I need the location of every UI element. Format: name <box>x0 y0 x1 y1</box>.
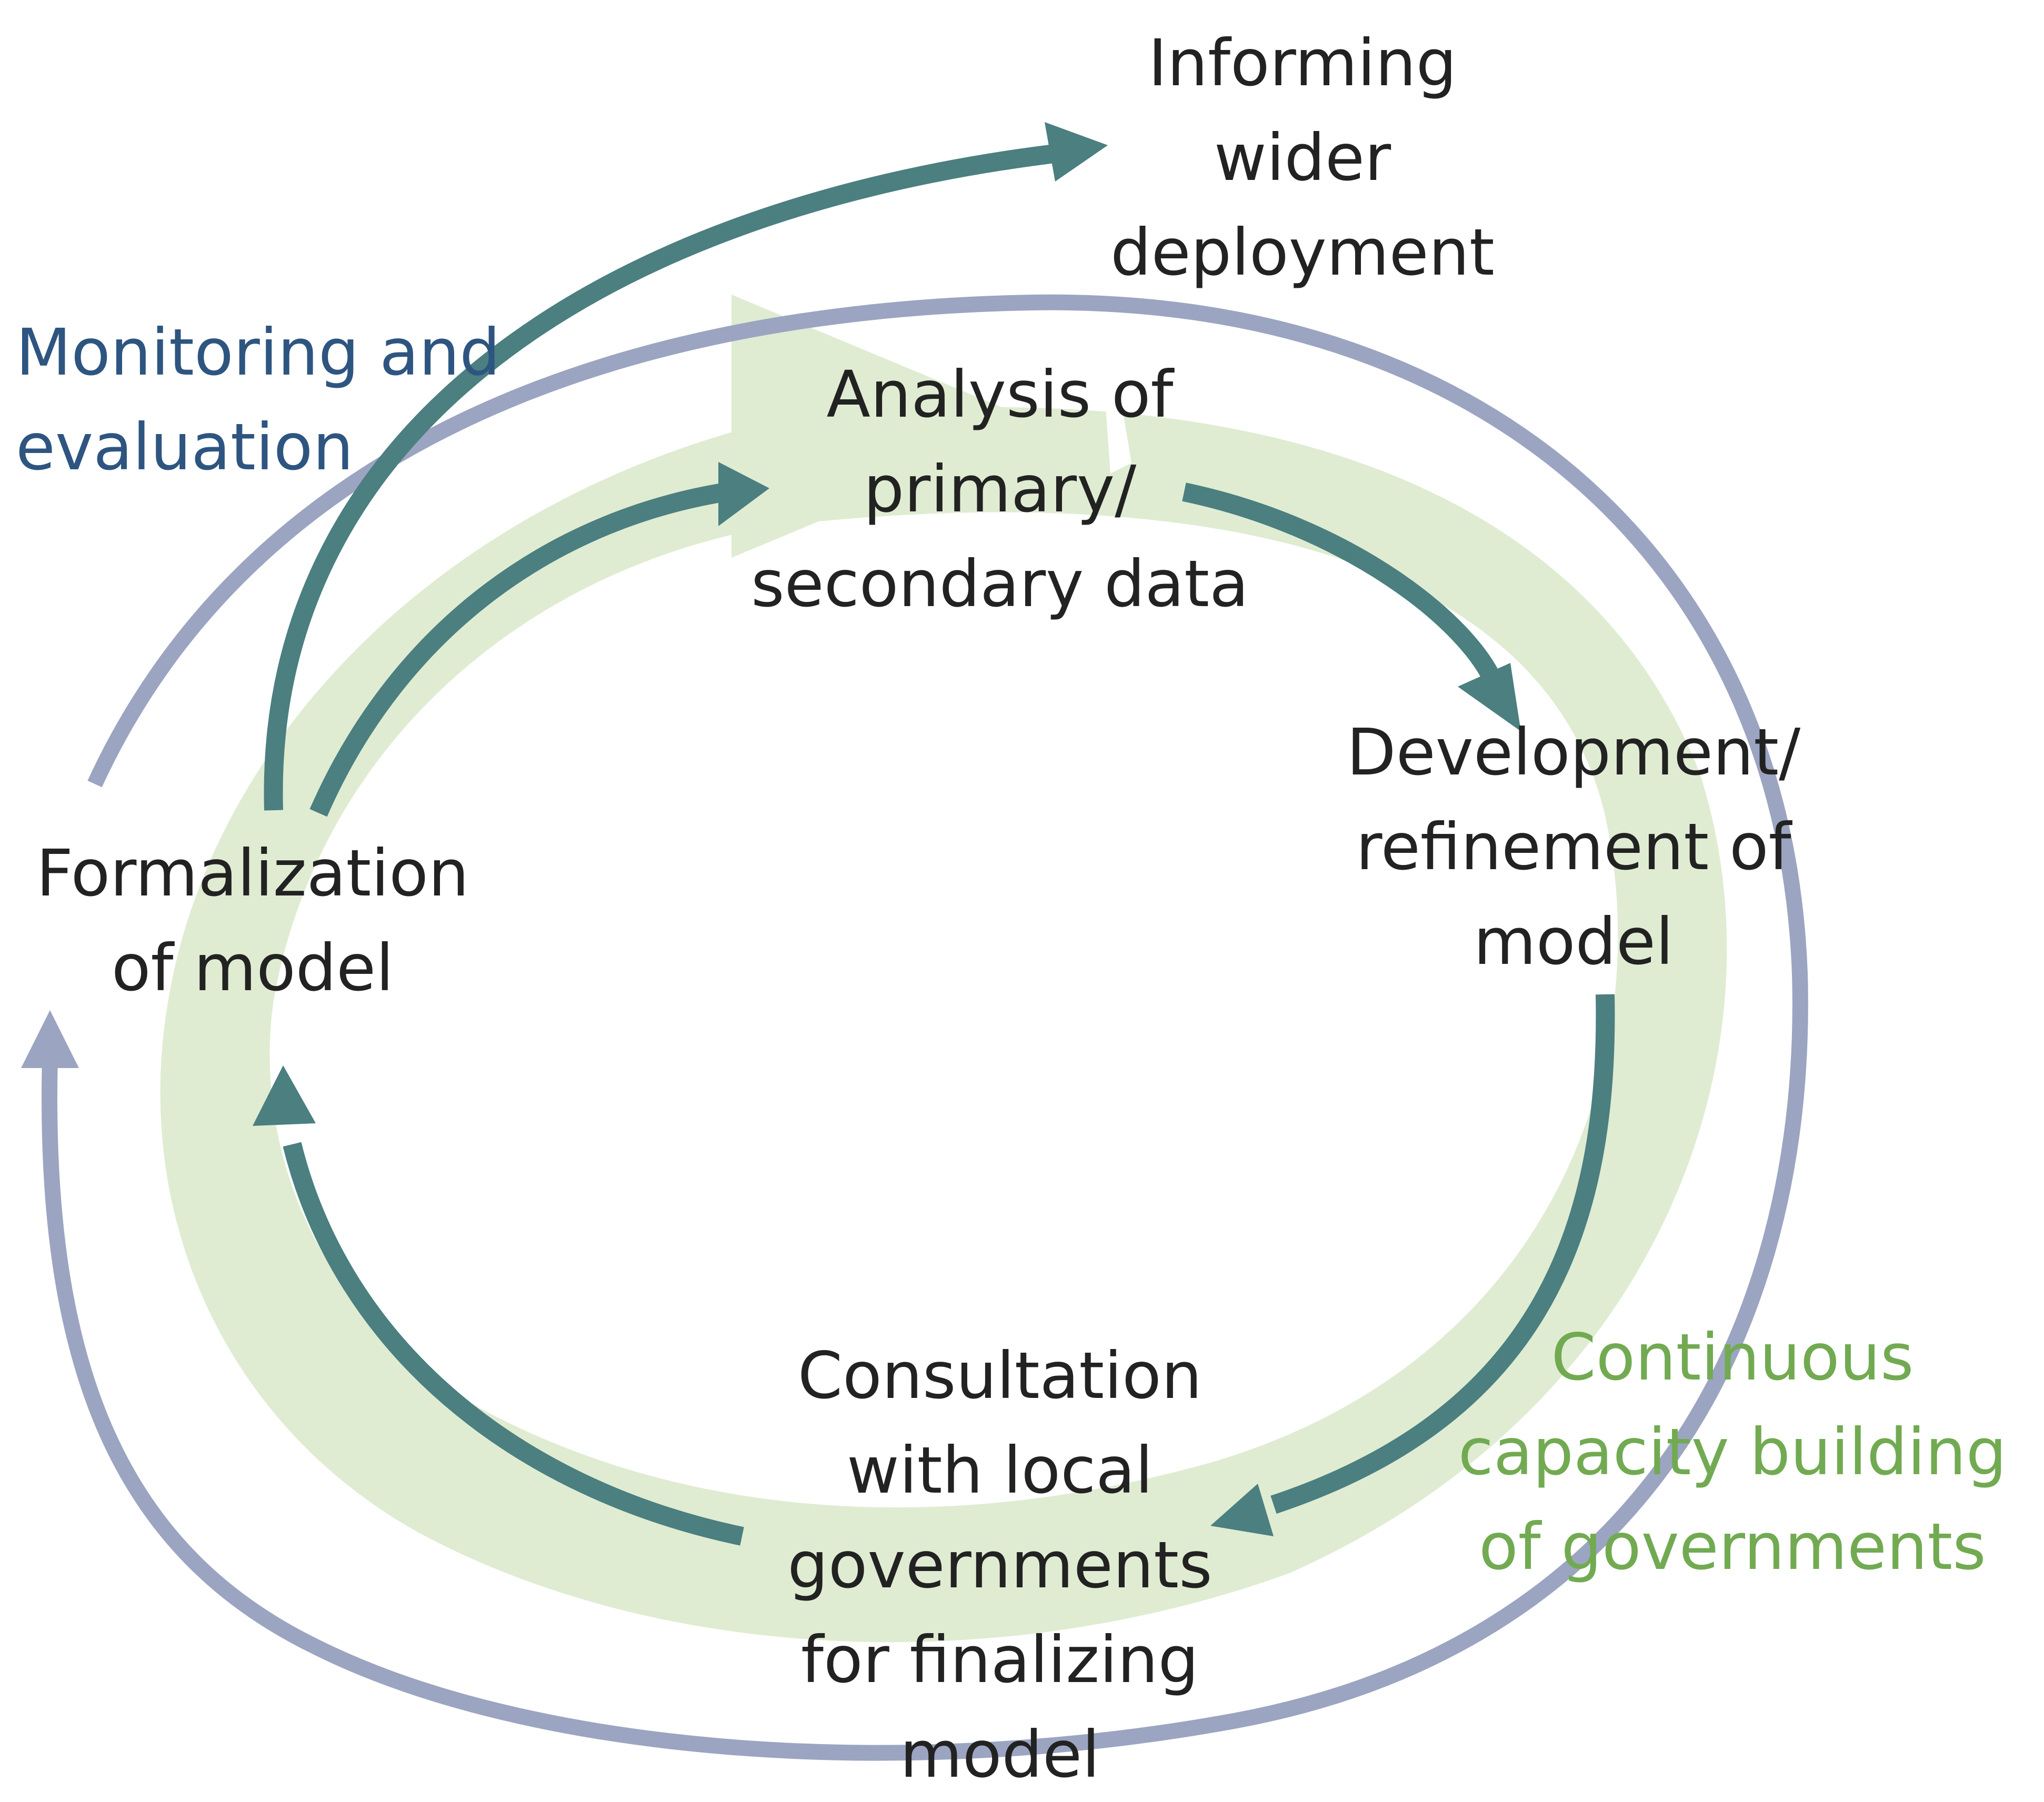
arrow-development-to-consultation <box>1210 994 1615 1536</box>
capacity-cycle-band <box>160 295 1727 1643</box>
theme-capacity-building: Continuous capacity building of governme… <box>1458 1320 2007 1584</box>
monitoring-ring-arc <box>42 294 1808 1761</box>
node-formalization-of-model: Formalization of model <box>36 836 469 1005</box>
arrow-formalization-to-analysis <box>309 462 769 817</box>
node-analysis-of-data: Analysis of primary/ secondary data <box>751 357 1249 621</box>
node-consultation-local-governments: Consultation with local governments for … <box>787 1338 1213 1792</box>
monitoring-ring-arrowhead <box>21 1010 79 1068</box>
node-development-refinement: Development/ refinement of model <box>1346 715 1801 979</box>
monitoring-ring <box>21 294 1808 1761</box>
process-arrows <box>253 122 1615 1546</box>
capacity-band-notch <box>1105 400 1131 474</box>
capacity-band-arrowhead <box>732 295 1047 558</box>
arrow-analysis-to-development <box>1182 482 1521 731</box>
arrow-formalization-to-informing <box>264 122 1108 811</box>
node-informing-wider-deployment: Informing wider deployment <box>1110 26 1495 290</box>
theme-monitoring-evaluation: Monitoring and evaluation <box>16 315 500 485</box>
arrow-consultation-to-formalization <box>253 1065 744 1546</box>
